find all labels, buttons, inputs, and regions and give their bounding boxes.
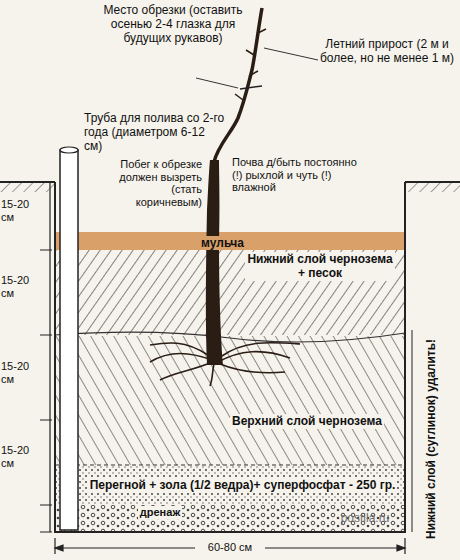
- layer-label: Нижний слой чернозема + песок: [245, 252, 395, 281]
- layer-boundary: [55, 464, 405, 465]
- watermark: postila.ru: [328, 512, 402, 526]
- cut-mark: [240, 86, 262, 89]
- lower-chernozem: [55, 250, 405, 335]
- dimension-line: [412, 330, 413, 532]
- shoot-note: Побег к обрезке должен вызреть (стать ко…: [108, 158, 202, 209]
- layer-label: Перегной + зола (1/2 ведра)+ суперфосфат…: [88, 478, 398, 492]
- soil-layer-band: Верхний слой чернозема: [80, 337, 405, 464]
- leader-line: [196, 78, 238, 88]
- drainage-layer: [55, 505, 405, 532]
- soil-layer-band: дренаж: [80, 506, 230, 531]
- soil-note: Почва д/быть постоянно (!) рыхлой и чуть…: [232, 156, 360, 194]
- vine-trunk: [206, 160, 223, 365]
- depth-dimension: 15-20 см: [1, 360, 39, 385]
- ground-surface: [0, 182, 55, 192]
- pit-wall: [55, 182, 405, 532]
- ground-line: [405, 181, 460, 183]
- soil-layer-band: мульча: [80, 232, 405, 250]
- pipe-note: Труба для полива со 2-го года (диаметром…: [84, 112, 226, 153]
- upper-chernozem: [55, 336, 405, 465]
- layer-label: Верхний слой чернозема: [230, 414, 384, 428]
- leader-line: [264, 48, 318, 60]
- ground-surface: [405, 182, 460, 192]
- vine-roots: [150, 343, 300, 386]
- pipe-top: [60, 147, 78, 153]
- shoot-buds: [235, 29, 266, 100]
- soil-layer-band: Нижний слой чернозема + песок: [80, 252, 405, 334]
- dimension-ticks: [55, 538, 405, 554]
- depth-dimension: 15-20 см: [1, 198, 39, 223]
- removal-note: Нижний слой (суглинок) удалить!: [425, 319, 439, 559]
- depth-dimension: 15-20 см: [1, 274, 39, 299]
- dimension-ticks: [40, 182, 52, 532]
- soil-layer-band: Перегной + зола (1/2 ведра)+ суперфосфат…: [80, 466, 405, 504]
- layer-label: мульча: [199, 236, 246, 250]
- watering-pipe: [60, 150, 78, 530]
- summer-growth-note: Летний прирост (2 м и более, но не менее…: [318, 38, 456, 66]
- depth-dimension: 15-20 см: [1, 444, 39, 469]
- cut-place-note: Место обрезки (оставить осенью 2-4 глазк…: [98, 4, 248, 45]
- dimension-line: [49, 182, 50, 532]
- width-dimension: 60-80 см: [195, 541, 265, 554]
- mulch-band: [55, 232, 405, 250]
- layer-label: дренаж: [138, 506, 182, 519]
- humus-layer: [55, 466, 405, 505]
